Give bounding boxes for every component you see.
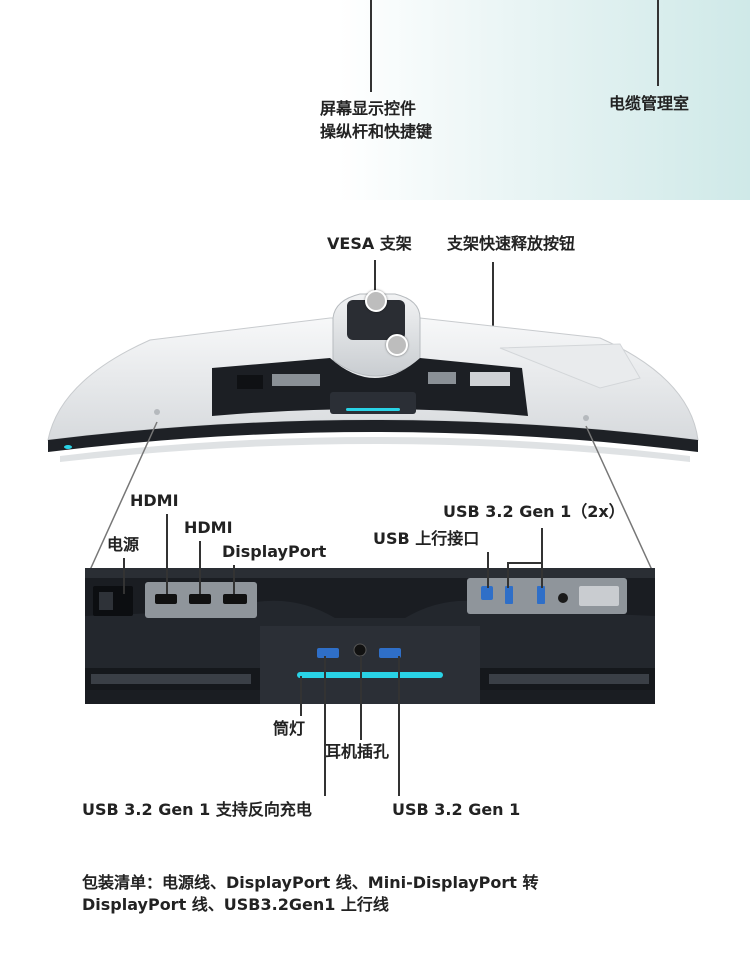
monitor-shadow <box>60 437 690 462</box>
tube-light-label: 筒灯 <box>273 719 306 738</box>
headphone-port <box>353 643 367 657</box>
usb-right-port-2 <box>537 586 545 604</box>
monitor-bottom-edge <box>48 420 698 452</box>
usb-gen1-2x-label: USB 3.2 Gen 1（2x） <box>443 502 625 521</box>
usb-front-port-1 <box>317 648 339 658</box>
usb-gen1-line <box>398 656 400 796</box>
usb-gen1-label: USB 3.2 Gen 1 <box>392 800 521 819</box>
tube-light-strip <box>297 672 443 678</box>
stand-release-label: 支架快速释放按钮 <box>447 234 576 253</box>
headphone-line <box>360 656 362 740</box>
front-port-housing <box>260 626 480 704</box>
power-label: 电源 <box>107 535 140 554</box>
hdmi-port-1 <box>155 594 177 604</box>
displayport-port <box>223 594 247 604</box>
hdmi-1-label: HDMI <box>130 491 179 510</box>
displayport-label: DisplayPort <box>222 542 327 561</box>
usb-charging-label: USB 3.2 Gen 1 支持反向充电 <box>82 800 312 819</box>
hdmi-port-2 <box>189 594 211 604</box>
usb-upstream-line <box>487 552 489 588</box>
package-line-2: DisplayPort 线、USB3.2Gen1 上行线 <box>82 895 389 914</box>
usb-2x-line-left <box>507 562 509 588</box>
usb-right-port-1 <box>505 586 513 604</box>
usb-charging-line <box>324 656 326 796</box>
package-line-1: 包装清单：电源线、DisplayPort 线、Mini-DisplayPort … <box>82 873 539 892</box>
zoom-connector-lines <box>89 421 653 571</box>
vesa-mount-label: VESA 支架 <box>327 234 412 253</box>
osd-controls-label-line2: 操纵杆和快捷键 <box>320 122 433 141</box>
rear-cyan-light <box>346 408 400 411</box>
hdmi-2-label: HDMI <box>184 518 233 537</box>
port-panel-closeup <box>85 568 655 704</box>
headphone-jack-label: 耳机插孔 <box>325 742 390 761</box>
usb-upstream-port <box>481 586 493 600</box>
monitor-led-left <box>64 445 72 449</box>
osd-controls-label-line1: 屏幕显示控件 <box>320 99 417 118</box>
release-callout-line-vertical <box>492 262 494 346</box>
displayport-line <box>233 565 235 594</box>
hdmi-1-line <box>166 514 168 594</box>
top-background-band <box>0 0 750 200</box>
cable-room-callout-line <box>657 0 659 86</box>
vesa-callout-line <box>374 260 376 296</box>
usb-2x-line-bridge <box>507 562 543 564</box>
tube-light-line <box>300 676 302 716</box>
package-contents: 包装清单：电源线、DisplayPort 线、Mini-DisplayPort … <box>82 872 682 916</box>
hdmi-2-line <box>199 541 201 594</box>
usb-front-port-2 <box>379 648 401 658</box>
vesa-socket <box>347 300 405 340</box>
stand-release-marker <box>386 334 408 356</box>
cable-room-label: 电缆管理室 <box>609 94 690 113</box>
monitor-rear-illustration <box>47 293 699 462</box>
vesa-mount-marker <box>365 290 387 312</box>
osd-callout-line <box>370 0 372 92</box>
usb-2x-line-right <box>541 528 543 588</box>
power-line <box>123 558 125 594</box>
usb-upstream-label: USB 上行接口 <box>373 529 480 548</box>
